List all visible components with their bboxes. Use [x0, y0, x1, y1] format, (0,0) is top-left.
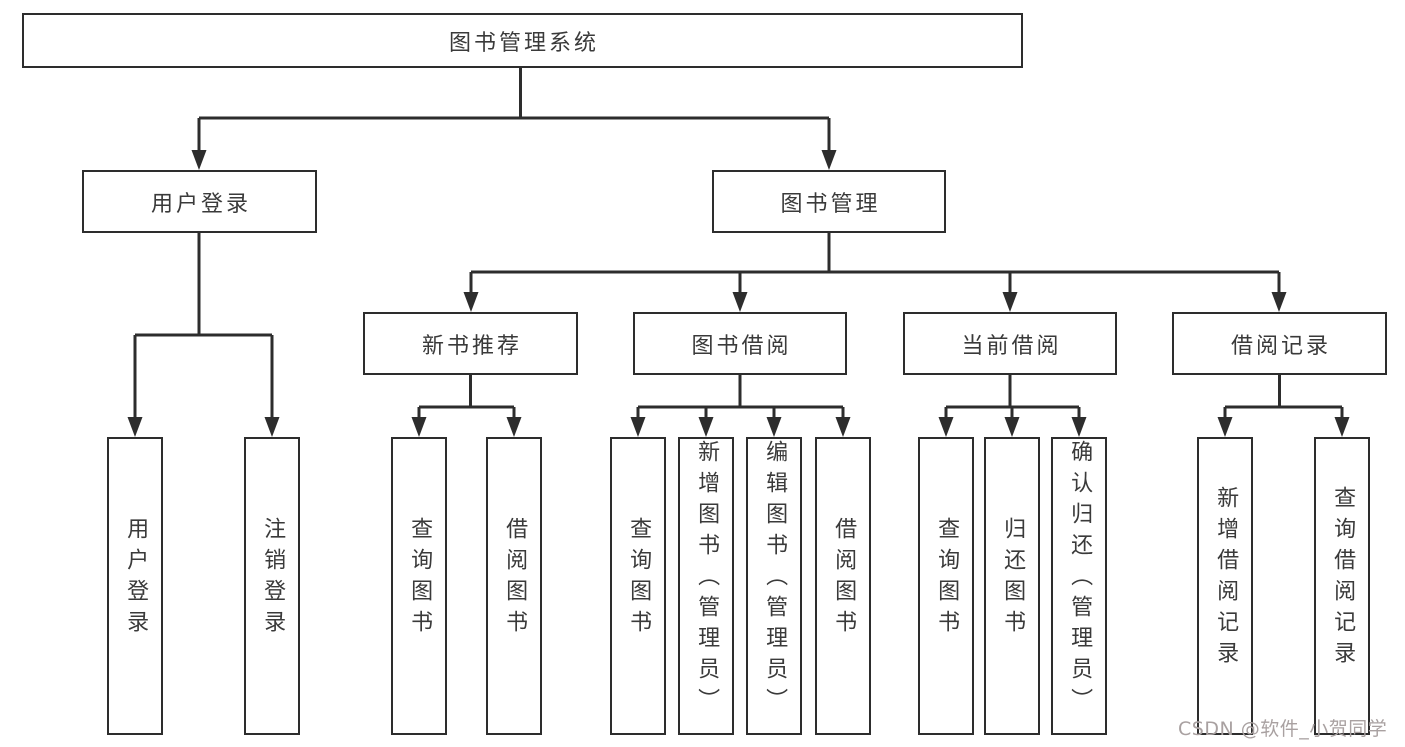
node-current-query-books-label: 查询图书 [934, 517, 960, 641]
node-borrow-borrow-books-label: 借阅图书 [831, 517, 857, 641]
connector-current-to-children [938, 375, 1087, 437]
node-current-return-books-label: 归还图书 [1000, 517, 1026, 641]
node-root-label: 图书管理系统 [448, 30, 599, 56]
connector-recommend-to-children [411, 375, 522, 437]
node-user-login-action: 用户登录 [107, 437, 163, 735]
node-logout-action: 注销登录 [244, 437, 300, 735]
node-current-query-books: 查询图书 [918, 437, 974, 735]
node-user-login-branch: 用户登录 [82, 170, 317, 233]
node-recommend-borrow-books: 借阅图书 [486, 437, 542, 735]
node-recommend-query-books: 查询图书 [391, 437, 447, 735]
node-records-query-record-label: 查询借阅记录 [1330, 486, 1356, 672]
node-records-add-record-label: 新增借阅记录 [1213, 486, 1239, 672]
node-current-confirm-return-admin-label: 确认归还（管理员） [1067, 439, 1093, 719]
node-borrow-add-book-admin-label: 新增图书（管理员） [694, 439, 720, 719]
connector-borrow-to-children [630, 375, 851, 437]
csdn-watermark: CSDN @软件_小贺同学 [1178, 718, 1388, 740]
node-book-borrow-label: 图书借阅 [691, 333, 792, 359]
node-records-add-record: 新增借阅记录 [1197, 437, 1253, 735]
node-borrow-borrow-books: 借阅图书 [815, 437, 871, 735]
node-borrow-records-label: 借阅记录 [1230, 333, 1331, 359]
node-current-borrow-label: 当前借阅 [961, 333, 1062, 359]
connector-management-to-modules [463, 233, 1287, 312]
node-book-borrow: 图书借阅 [633, 312, 847, 375]
node-current-confirm-return-admin: 确认归还（管理员） [1051, 437, 1107, 735]
node-root: 图书管理系统 [22, 13, 1023, 68]
node-records-query-record: 查询借阅记录 [1314, 437, 1370, 735]
node-recommend-borrow-books-label: 借阅图书 [502, 517, 528, 641]
node-new-book-recommend: 新书推荐 [363, 312, 578, 375]
node-book-management-branch-label: 图书管理 [780, 191, 881, 217]
node-recommend-query-books-label: 查询图书 [407, 517, 433, 641]
node-user-login-branch-label: 用户登录 [150, 191, 251, 217]
connector-root-to-branches [191, 68, 837, 170]
node-borrow-query-books: 查询图书 [610, 437, 666, 735]
node-logout-action-label: 注销登录 [260, 517, 286, 641]
node-current-borrow: 当前借阅 [903, 312, 1117, 375]
node-current-return-books: 归还图书 [984, 437, 1040, 735]
node-user-login-action-label: 用户登录 [123, 517, 149, 641]
connector-login-to-children [127, 233, 280, 437]
node-borrow-edit-book-admin: 编辑图书（管理员） [746, 437, 802, 735]
node-borrow-query-books-label: 查询图书 [626, 517, 652, 641]
node-borrow-add-book-admin: 新增图书（管理员） [678, 437, 734, 735]
node-book-management-branch: 图书管理 [712, 170, 946, 233]
node-borrow-edit-book-admin-label: 编辑图书（管理员） [762, 439, 788, 719]
connector-records-to-children [1217, 375, 1350, 437]
node-borrow-records: 借阅记录 [1172, 312, 1387, 375]
node-new-book-recommend-label: 新书推荐 [421, 333, 522, 359]
